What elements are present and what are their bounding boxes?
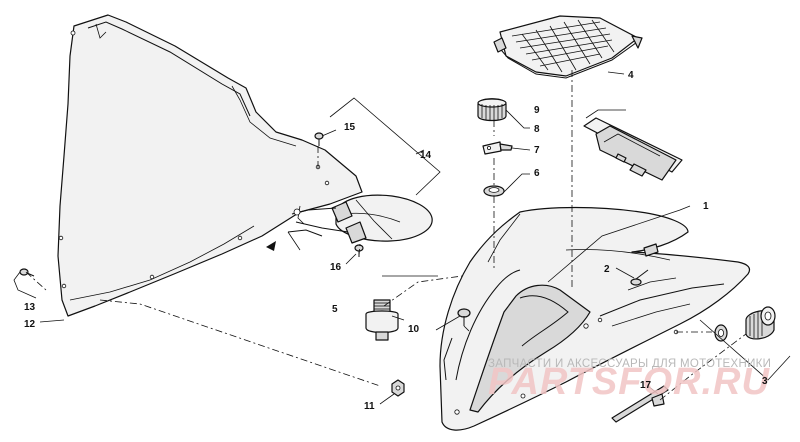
switch-knob-assembly-part xyxy=(714,306,776,342)
bolt-part-10 xyxy=(457,308,471,326)
watermark-caption: ЗАПЧАСТИ И АКСЕССУАРЫ ДЛЯ МОТОТЕХНИКИ xyxy=(488,358,771,370)
screw-part xyxy=(630,269,649,286)
leader-lines xyxy=(13,71,791,405)
screw-part-15 xyxy=(314,132,324,146)
callout-3: 3 xyxy=(762,376,768,387)
windshield-part xyxy=(57,14,363,317)
callout-12: 12 xyxy=(24,319,36,330)
gauge-module-part xyxy=(583,117,683,181)
callout-labels: 1 2 3 4 5 6 7 8 9 10 11 12 13 14 15 16 1… xyxy=(24,70,768,412)
nut-part-11 xyxy=(391,379,405,397)
callout-14: 14 xyxy=(420,150,432,161)
hood-part xyxy=(439,206,751,431)
callout-9: 9 xyxy=(534,105,540,116)
callout-17: 17 xyxy=(640,380,652,391)
nut-part xyxy=(483,185,505,197)
callout-7: 7 xyxy=(534,145,540,156)
callout-1: 1 xyxy=(703,201,709,212)
watermark-logo: PARTSFOR.RU xyxy=(488,361,770,403)
callout-13: 13 xyxy=(24,302,36,313)
watermark: ЗАПЧАСТИ И АКСЕССУАРЫ ДЛЯ МОТОТЕХНИКИ PA… xyxy=(488,358,771,403)
callout-6: 6 xyxy=(534,168,540,179)
callout-16: 16 xyxy=(330,262,342,273)
headlight-assembly-part xyxy=(287,194,433,244)
callout-5: 5 xyxy=(332,304,338,315)
storage-net-part xyxy=(493,15,643,79)
retainer-part-17 xyxy=(611,385,669,423)
callout-2: 2 xyxy=(604,264,610,275)
callout-8: 8 xyxy=(534,124,540,135)
alignment-lines xyxy=(25,70,747,401)
callout-11: 11 xyxy=(364,401,375,412)
callout-15: 15 xyxy=(344,122,356,133)
cap-part xyxy=(477,98,507,122)
key-part xyxy=(482,141,513,155)
callout-4: 4 xyxy=(628,70,634,81)
sensor-plug-part xyxy=(365,299,399,341)
callout-10: 10 xyxy=(408,324,420,335)
